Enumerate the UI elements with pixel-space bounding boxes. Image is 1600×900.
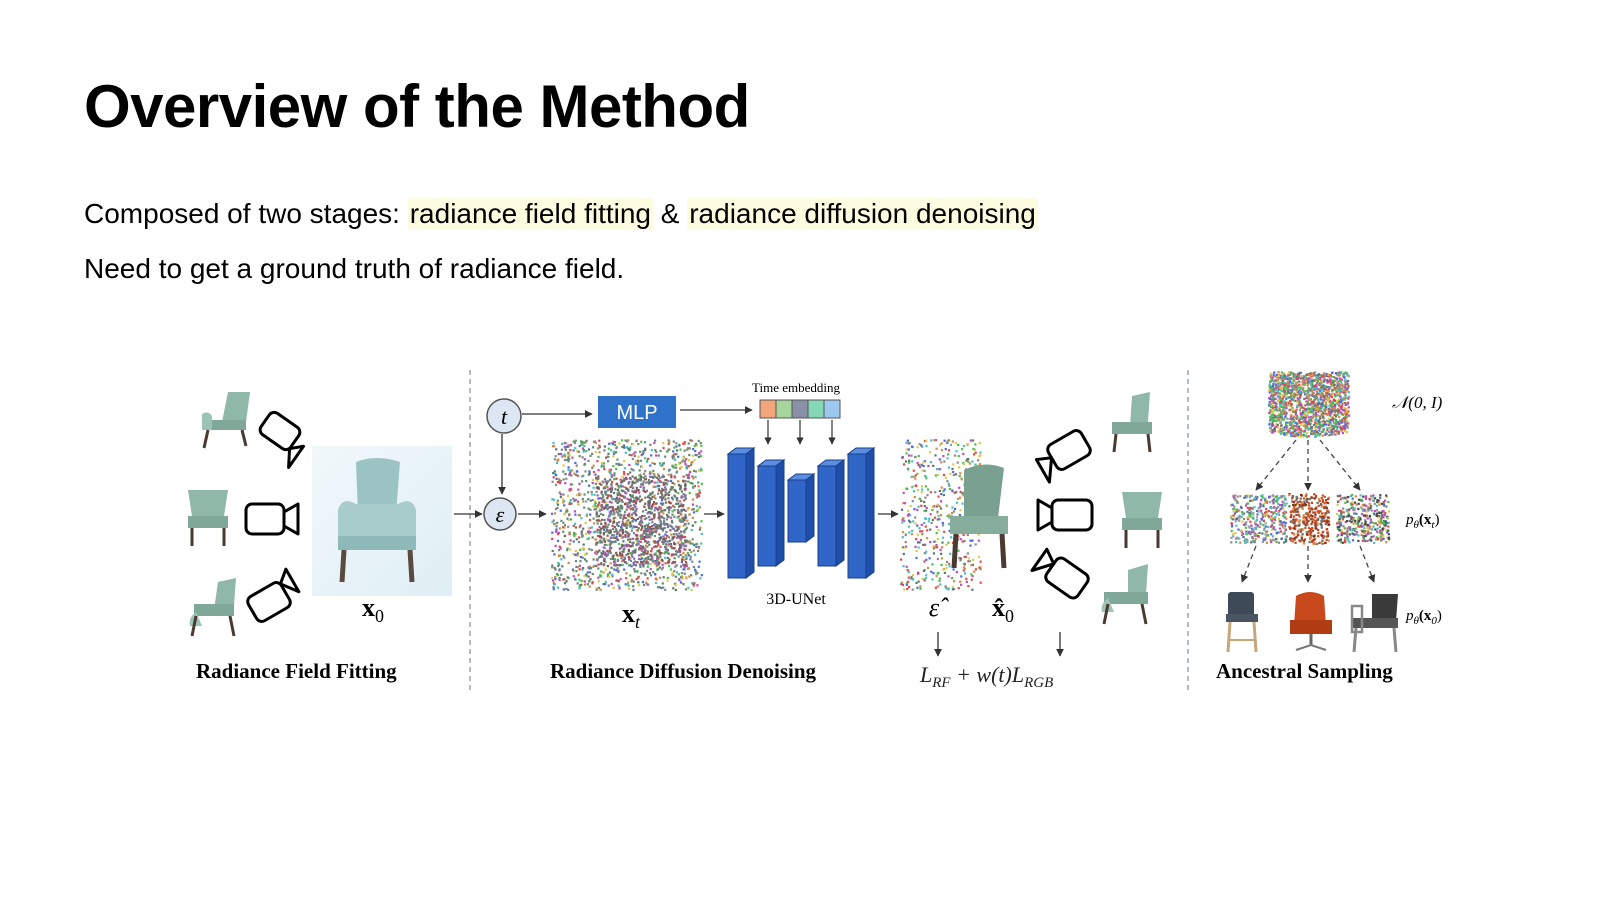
small-chair-icon <box>202 392 250 449</box>
small-chair-icon <box>189 578 236 637</box>
page-title: Overview of the Method <box>84 73 750 140</box>
xt-label: xt <box>622 599 641 632</box>
loss-formula: LRF + w(t)LRGB <box>919 662 1053 691</box>
ampersand: & <box>653 198 688 229</box>
noise-cube <box>1268 371 1351 439</box>
t-symbol: t <box>501 404 508 429</box>
camera-icon <box>1036 498 1094 532</box>
sampled-chair-bar-stool <box>1226 592 1258 653</box>
sampling-arrows <box>1240 439 1376 583</box>
highlight-radiance-field-fitting: radiance field fitting <box>407 198 653 229</box>
camera-icon <box>1034 429 1092 484</box>
epsilon-node <box>483 497 517 531</box>
camera-icon <box>244 502 300 536</box>
embedding-cell <box>759 399 777 419</box>
mlp-label: MLP <box>616 402 657 424</box>
sampled-chair-lounge <box>1350 594 1398 653</box>
small-chair-icon <box>1101 564 1148 625</box>
camera-icon <box>246 567 301 623</box>
camera-icon <box>1030 547 1090 600</box>
p-xt-label: pθ(xt) <box>1405 512 1439 531</box>
x0-label: x0 <box>362 593 384 626</box>
ground-truth-line: Need to get a ground truth of radiance f… <box>84 253 625 284</box>
small-chair-icon <box>188 490 228 546</box>
section-label-denoising: Radiance Diffusion Denoising <box>550 659 817 683</box>
embedding-cell <box>775 399 793 419</box>
stages-line: Composed of two stages: radiance field f… <box>84 198 1038 230</box>
sampled-chair-orange <box>1290 592 1332 651</box>
small-chair-icon <box>1112 392 1152 453</box>
intermediate-samples <box>1230 493 1391 546</box>
embedding-cell <box>807 399 825 419</box>
x0-hat-label: x̂0 <box>992 593 1014 626</box>
unet-block <box>726 447 876 579</box>
mlp-box <box>598 396 676 428</box>
epsilon-symbol: ε <box>496 502 505 527</box>
t-node <box>486 398 522 434</box>
camera-icon <box>258 410 306 470</box>
time-embedding-label: Time embedding <box>752 380 840 395</box>
section-label-fitting: Radiance Field Fitting <box>196 659 397 683</box>
time-embedding-bar <box>759 399 841 419</box>
normal-distribution-label: 𝒩(0, I) <box>1392 393 1443 412</box>
stages-prefix: Composed of two stages: <box>84 198 408 229</box>
p-x0-label: pθ(x0) <box>1405 608 1442 627</box>
small-chair-icon <box>1122 492 1162 548</box>
epsilon-hat-label: ε̂ <box>929 593 949 622</box>
highlight-radiance-diffusion-denoising: radiance diffusion denoising <box>687 198 1038 229</box>
denoised-output <box>900 439 1008 591</box>
unet-label: 3D-UNet <box>766 591 826 608</box>
noisy-chair-xt <box>551 439 703 592</box>
embedding-cell <box>823 399 841 419</box>
section-label-sampling: Ancestral Sampling <box>1216 659 1393 683</box>
embedding-cell <box>791 399 809 419</box>
radiance-field-volume <box>312 446 452 596</box>
